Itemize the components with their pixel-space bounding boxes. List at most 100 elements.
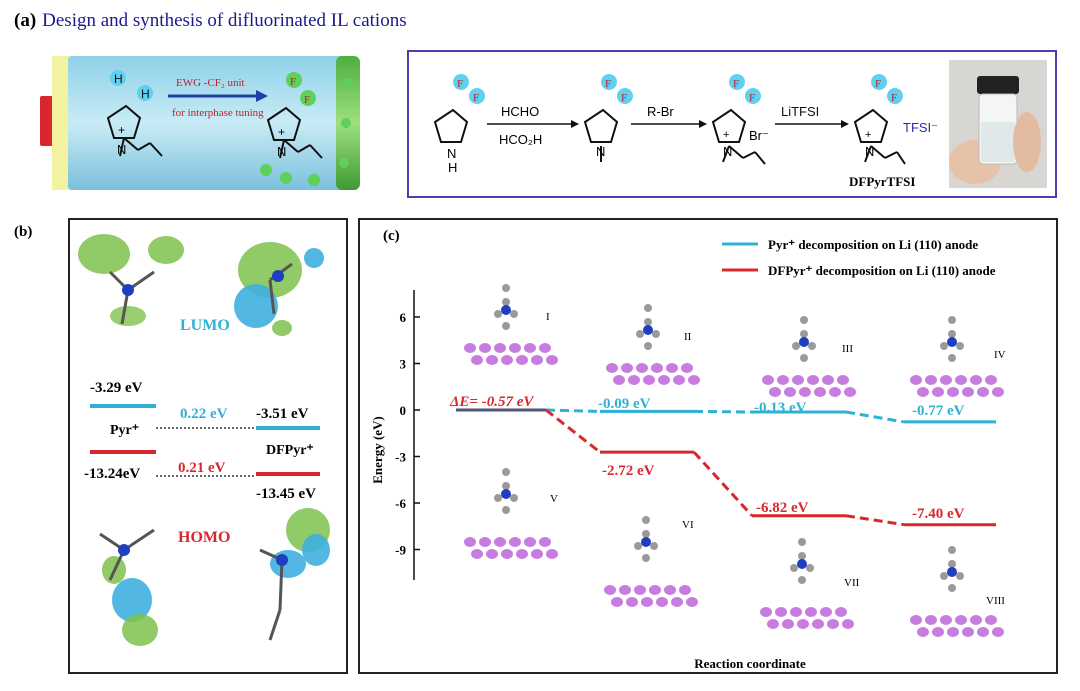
dfpyr-homo-value: -13.45 eV — [256, 486, 316, 502]
carbon-atom — [948, 546, 956, 554]
li-atom — [775, 607, 787, 617]
li-atom — [827, 619, 839, 629]
li-atom — [947, 387, 959, 397]
svg-text:F: F — [457, 78, 463, 90]
li-atom — [613, 375, 625, 385]
li-atom — [651, 363, 663, 373]
li-atom — [955, 615, 967, 625]
li-atom — [658, 375, 670, 385]
li-atom — [611, 597, 623, 607]
li-atom — [844, 387, 856, 397]
li-atom — [767, 619, 779, 629]
li-atom — [985, 615, 997, 625]
nitrogen-atom — [643, 325, 653, 335]
li-atom — [546, 549, 558, 559]
li-atom — [686, 597, 698, 607]
svg-text:+: + — [118, 123, 125, 137]
li-atom — [671, 597, 683, 607]
carbon-atom — [650, 542, 658, 550]
li-atom — [681, 363, 693, 373]
pyr-label-3: -0.13 eV — [754, 400, 807, 416]
carbon-atom — [956, 572, 964, 580]
li-atom — [626, 597, 638, 607]
li-atom — [925, 375, 937, 385]
nitrogen-atom — [799, 337, 809, 347]
orbital-diagram: LUMO HOMO -3.29 eV 0.22 eV -3.51 eV Pyr⁺… — [78, 234, 330, 646]
nitrogen-atom — [947, 567, 957, 577]
li-atom — [955, 375, 967, 385]
carbon-atom — [948, 560, 956, 568]
li-atom — [962, 387, 974, 397]
carbon-atom — [502, 322, 510, 330]
li-atom — [784, 387, 796, 397]
x-axis-label: Reaction coordinate — [694, 656, 806, 671]
transition-dfpyr — [845, 514, 905, 527]
state-II: II — [684, 331, 692, 343]
li-atom — [501, 549, 513, 559]
li-atom — [782, 619, 794, 629]
svg-text:F: F — [875, 78, 881, 90]
li-atom — [970, 615, 982, 625]
carbon-atom — [644, 304, 652, 312]
svg-text:F: F — [891, 92, 897, 104]
li-atom — [509, 343, 521, 353]
carbon-atom — [652, 330, 660, 338]
li-atom — [777, 375, 789, 385]
nitrogen-atom — [947, 337, 957, 347]
y-tick-label: 0 — [400, 403, 407, 418]
li-atom — [479, 343, 491, 353]
pyr-label-2: -0.09 eV — [598, 396, 651, 412]
carbon-atom — [808, 342, 816, 350]
svg-text:F: F — [304, 94, 310, 106]
li-atom — [666, 363, 678, 373]
svg-text:+: + — [865, 129, 871, 141]
lumo-label: LUMO — [180, 317, 230, 334]
carbon-atom — [806, 564, 814, 572]
y-tick-label: -3 — [395, 450, 406, 465]
li-atom — [762, 375, 774, 385]
carbon-atom — [800, 330, 808, 338]
li-atom — [992, 387, 1004, 397]
li-atom — [814, 387, 826, 397]
nitrogen-atom — [641, 537, 651, 547]
svg-text:H: H — [141, 87, 150, 101]
carbon-atom — [644, 342, 652, 350]
svg-text:F: F — [473, 92, 479, 104]
li-atom — [835, 607, 847, 617]
li-atom — [829, 387, 841, 397]
li-atom — [792, 375, 804, 385]
li-atom — [494, 343, 506, 353]
reaction-arrow-icon — [571, 120, 579, 128]
li-atom — [619, 585, 631, 595]
li-atom — [656, 597, 668, 607]
carbon-atom — [792, 342, 800, 350]
li-atom — [621, 363, 633, 373]
reaction-arrow-icon — [841, 120, 849, 128]
li-atom — [970, 375, 982, 385]
battery-rim — [52, 56, 72, 190]
li-slab-structure — [762, 316, 856, 397]
li-atom — [807, 375, 819, 385]
hydrogen-marker — [137, 85, 153, 101]
reagent-litfsi: LiTFSI — [781, 104, 819, 119]
arrow-bottom-text: for interphase tuning — [172, 107, 264, 119]
li-atom — [649, 585, 661, 595]
carbon-atom — [798, 552, 806, 560]
li-atom — [539, 537, 551, 547]
li-atom — [486, 549, 498, 559]
li-atom — [932, 627, 944, 637]
carbon-atom — [642, 530, 650, 538]
legend-pyr: Pyr⁺ decomposition on Li (110) anode — [768, 237, 978, 252]
li-atom — [842, 619, 854, 629]
li-atom — [805, 607, 817, 617]
carbon-atom — [502, 468, 510, 476]
carbon-atom — [494, 494, 502, 502]
carbon-atom — [940, 572, 948, 580]
li-atom — [977, 387, 989, 397]
li-atom — [985, 375, 997, 385]
carbon-atom — [502, 506, 510, 514]
dfpyr-label-4: -7.40 eV — [912, 506, 965, 522]
li-atom — [471, 355, 483, 365]
lumo-gap: 0.22 eV — [180, 406, 228, 422]
svg-text:N: N — [447, 146, 456, 161]
